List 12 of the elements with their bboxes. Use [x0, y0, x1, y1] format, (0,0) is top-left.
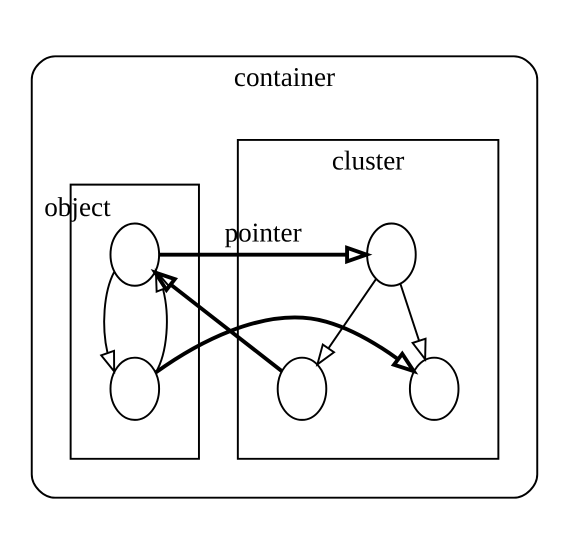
arrow [154, 316, 418, 375]
node-circle [276, 356, 328, 421]
arrow [316, 278, 377, 367]
arrow [159, 245, 372, 264]
arrow [150, 268, 284, 373]
node-circle [110, 356, 160, 421]
node-circle [110, 222, 160, 287]
arrow [154, 268, 171, 374]
node-circle [408, 356, 460, 421]
node-circle [366, 222, 417, 287]
arrow [100, 272, 116, 374]
arrow [400, 284, 427, 362]
